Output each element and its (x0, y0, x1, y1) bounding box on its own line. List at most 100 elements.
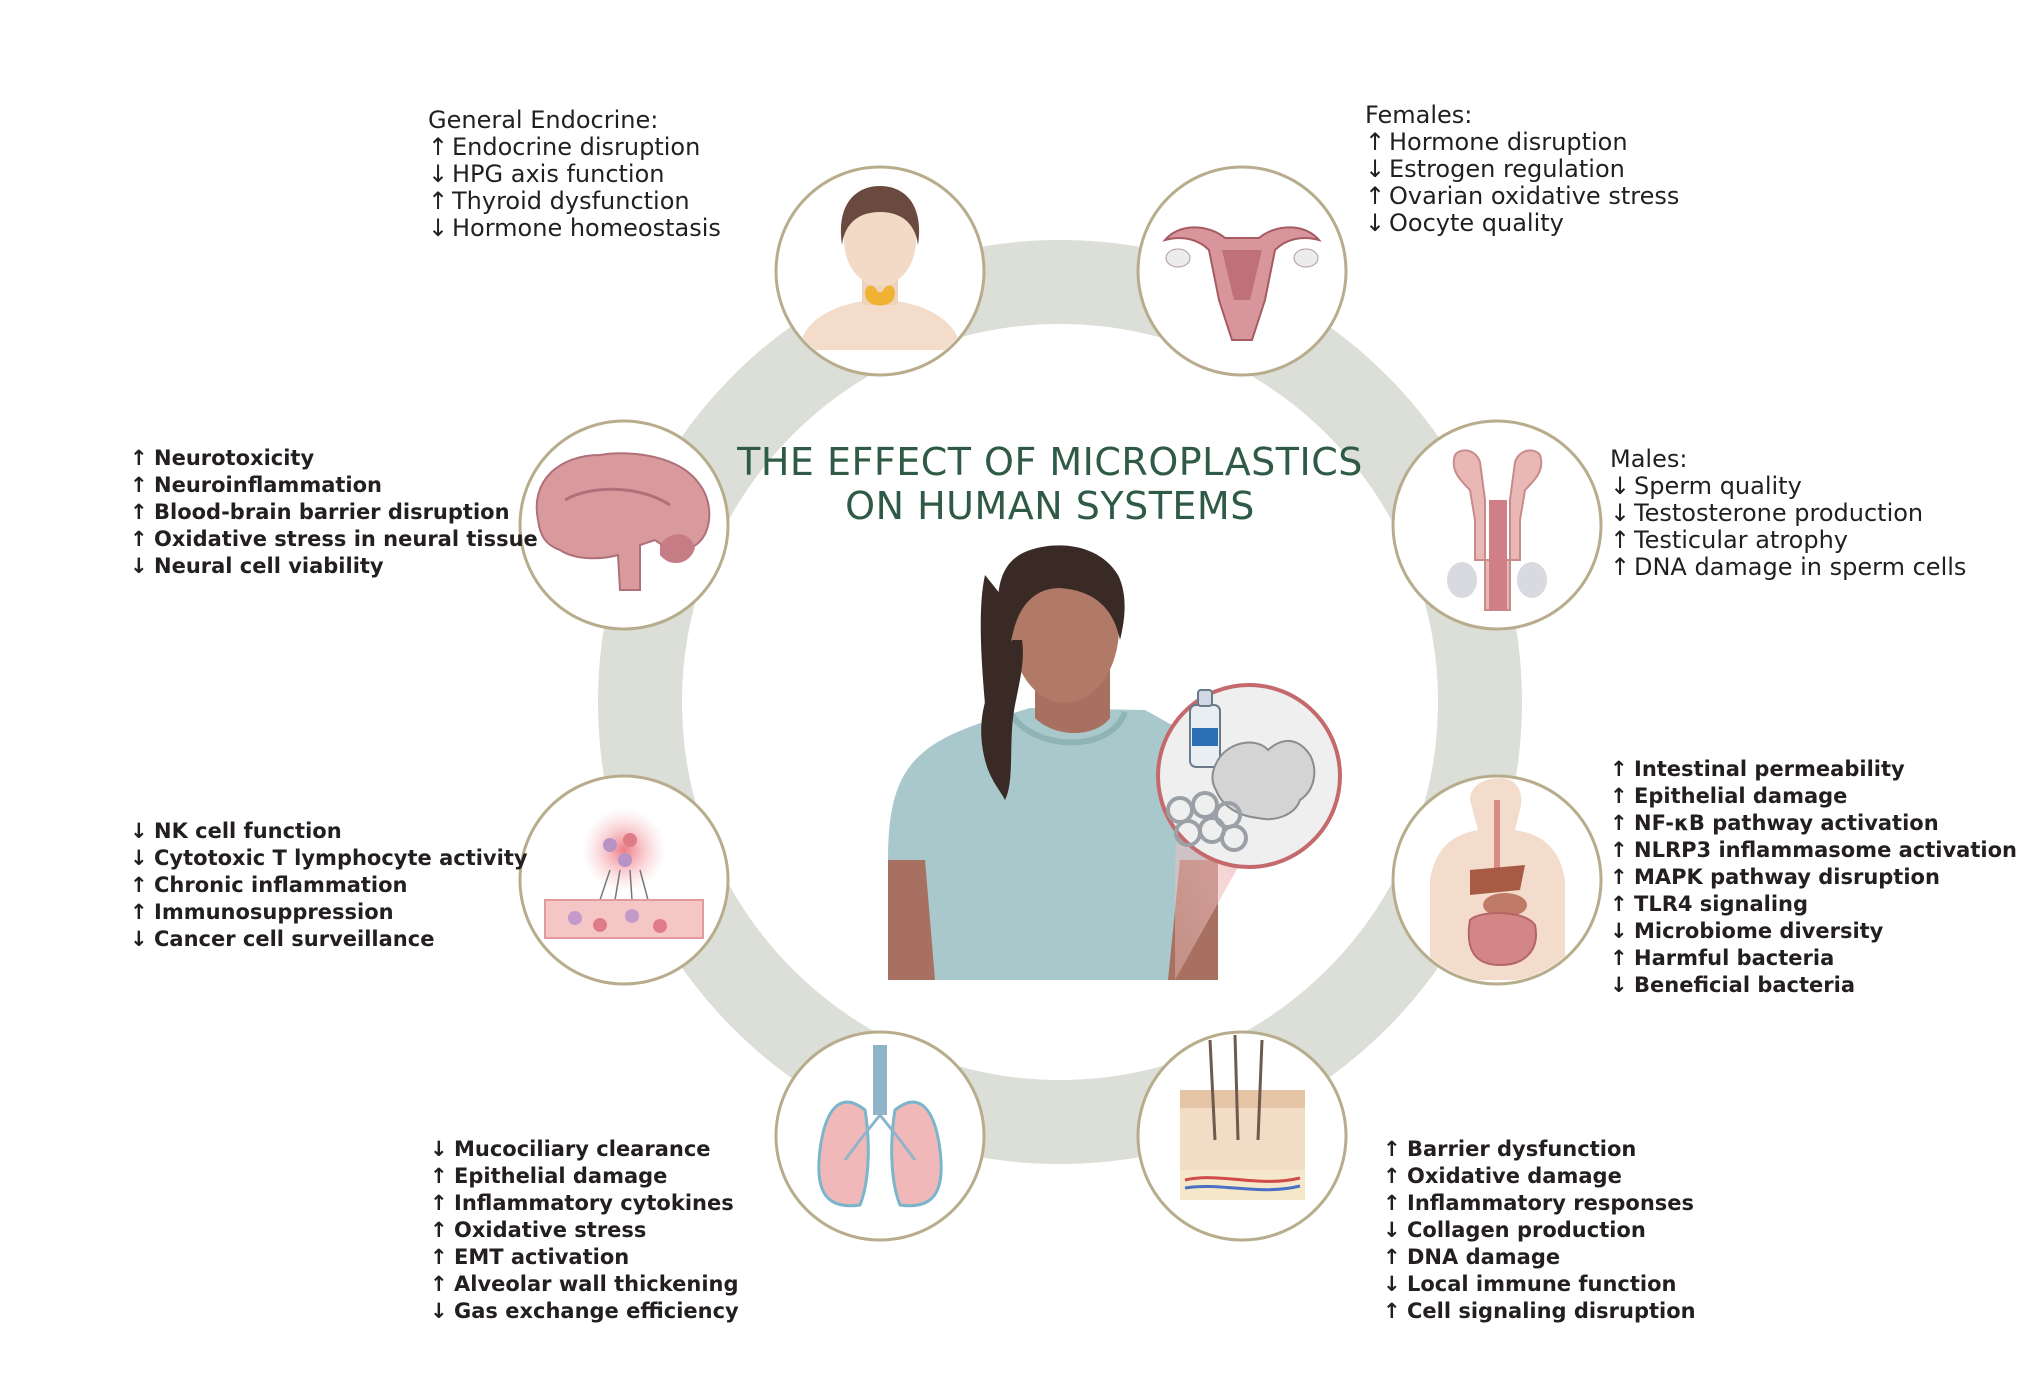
effect-item: ↑Epithelial damage (430, 1163, 739, 1190)
effect-item: ↑Oxidative stress in neural tissue (130, 526, 538, 553)
effect-item: ↓Testosterone production (1610, 500, 1966, 527)
effect-arrow: ↑ (130, 446, 148, 470)
effect-text: NF-κB pathway activation (1634, 811, 1939, 835)
digestive-system-icon (1430, 778, 1565, 980)
respiratory-circle (774, 1030, 986, 1242)
effect-text: NK cell function (154, 819, 342, 843)
general-endocrine-heading: General Endocrine: (428, 106, 659, 134)
effect-list: ↓Mucociliary clearance ↑Epithelial damag… (430, 1136, 739, 1325)
effect-text: Inflammatory responses (1407, 1191, 1695, 1215)
effect-item: ↑Epithelial damage (1610, 783, 2017, 810)
brain-icon (535, 452, 711, 591)
effect-item: ↑Intestinal permeability (1610, 756, 2017, 783)
effect-text: Intestinal permeability (1634, 757, 1905, 781)
effect-arrow: ↓ (130, 927, 148, 951)
effect-text: Neural cell viability (154, 554, 384, 578)
effect-arrow: ↑ (1383, 1137, 1401, 1161)
effect-text: Hormone disruption (1389, 128, 1628, 156)
effect-item: ↓Cancer cell surveillance (130, 926, 528, 953)
effect-arrow: ↑ (430, 1218, 448, 1242)
effect-arrow: ↑ (1610, 892, 1628, 916)
effect-text: MAPK pathway disruption (1634, 865, 1940, 889)
hair (998, 545, 1125, 650)
effect-item: ↑DNA damage in sperm cells (1610, 554, 1966, 581)
effect-text: Inflammatory cytokines (454, 1191, 734, 1215)
effect-text: Oxidative damage (1407, 1164, 1622, 1188)
females-circle (1136, 165, 1348, 377)
respiratory-effects: ↓Mucociliary clearance ↑Epithelial damag… (430, 1136, 739, 1325)
effect-item: ↑MAPK pathway disruption (1610, 864, 2017, 891)
effect-item: ↑DNA damage (1383, 1244, 1696, 1271)
effect-item: ↑Harmful bacteria (1610, 945, 2017, 972)
effect-arrow: ↑ (430, 1245, 448, 1269)
system-ring (598, 240, 1522, 1164)
effect-text: Oxidative stress in neural tissue (154, 527, 538, 551)
effect-item: ↑Ovarian oxidative stress (1365, 183, 1679, 210)
effect-text: Sperm quality (1634, 472, 1802, 500)
plastic-bag-icon (1211, 740, 1316, 820)
females-heading: Females: (1365, 101, 1473, 129)
effect-text: Cancer cell surveillance (154, 927, 435, 951)
effect-arrow: ↓ (130, 819, 148, 843)
effect-item: ↓NK cell function (130, 818, 528, 845)
effect-text: Alveolar wall thickening (454, 1272, 739, 1296)
effect-arrow: ↑ (1610, 946, 1628, 970)
effect-item: ↓Beneficial bacteria (1610, 972, 2017, 999)
effect-arrow: ↓ (1383, 1218, 1401, 1242)
effect-item: ↑Thyroid dysfunction (428, 188, 721, 215)
effect-text: Collagen production (1407, 1218, 1646, 1242)
immune-effects: ↓NK cell function ↓Cytotoxic T lymphocyt… (130, 818, 528, 953)
male-reproductive-icon (1447, 449, 1547, 611)
effect-arrow: ↓ (1365, 155, 1386, 183)
diagram-title: THE EFFECT OF MICROPLASTICS ON HUMAN SYS… (700, 440, 1400, 528)
effect-arrow: ↑ (130, 873, 148, 897)
effect-arrow: ↓ (1383, 1272, 1401, 1296)
effect-text: Cell signaling disruption (1407, 1299, 1696, 1323)
females-effects: Females: ↑Hormone disruption ↓Estrogen r… (1365, 102, 1679, 237)
effect-arrow: ↓ (430, 1299, 448, 1323)
effect-item: ↑Inflammatory cytokines (430, 1190, 739, 1217)
effect-text: DNA damage (1407, 1245, 1561, 1269)
skin-layers-icon (1180, 1034, 1305, 1200)
effect-item: ↓Local immune function (1383, 1271, 1696, 1298)
effect-text: Barrier dysfunction (1407, 1137, 1637, 1161)
central-figure (888, 545, 1342, 980)
effect-list: ↑Intestinal permeability ↑Epithelial dam… (1610, 756, 2017, 999)
uterus-icon (1162, 226, 1322, 341)
effect-arrow: ↓ (1610, 499, 1631, 527)
effect-item: ↓Microbiome diversity (1610, 918, 2017, 945)
effect-text: Chronic inflammation (154, 873, 408, 897)
males-effects: Males: ↓Sperm quality ↓Testosterone prod… (1610, 446, 1966, 581)
effect-arrow: ↑ (1383, 1191, 1401, 1215)
lungs-icon (817, 1045, 943, 1208)
effect-item: ↑Testicular atrophy (1610, 527, 1966, 554)
effect-list: ↑Barrier dysfunction ↑Oxidative damage ↑… (1383, 1136, 1696, 1325)
effect-text: NLRP3 inflammasome activation (1634, 838, 2017, 862)
effect-item: ↑Hormone disruption (1365, 129, 1679, 156)
effect-arrow: ↑ (1383, 1164, 1401, 1188)
effect-item: ↓Cytotoxic T lymphocyte activity (130, 845, 528, 872)
effect-text: Epithelial damage (454, 1164, 668, 1188)
effect-item: ↑NLRP3 inflammasome activation (1610, 837, 2017, 864)
effect-list: ↓NK cell function ↓Cytotoxic T lymphocyt… (130, 818, 528, 953)
effect-arrow: ↑ (1610, 526, 1631, 554)
effect-item: ↓Collagen production (1383, 1217, 1696, 1244)
effect-arrow: ↑ (1610, 838, 1628, 862)
effect-arrow: ↑ (430, 1272, 448, 1296)
digestive-effects: ↑Intestinal permeability ↑Epithelial dam… (1610, 756, 2017, 999)
shirt (888, 708, 1218, 980)
effect-arrow: ↓ (130, 846, 148, 870)
effect-text: Microbiome diversity (1634, 919, 1884, 943)
left-arm (888, 860, 935, 980)
effect-arrow: ↑ (130, 527, 148, 551)
effect-item: ↑Neurotoxicity (130, 445, 538, 472)
males-heading: Males: (1610, 445, 1688, 473)
effect-list: ↑Neurotoxicity ↑Neuroinflammation ↑Blood… (130, 445, 538, 580)
effect-item: ↑NF-κB pathway activation (1610, 810, 2017, 837)
effect-arrow: ↑ (130, 900, 148, 924)
effect-arrow: ↓ (130, 554, 148, 578)
effect-item: ↑Blood-brain barrier disruption (130, 499, 538, 526)
six-pack-rings-icon (1166, 791, 1248, 852)
plastic-bottle-icon (1189, 689, 1221, 768)
